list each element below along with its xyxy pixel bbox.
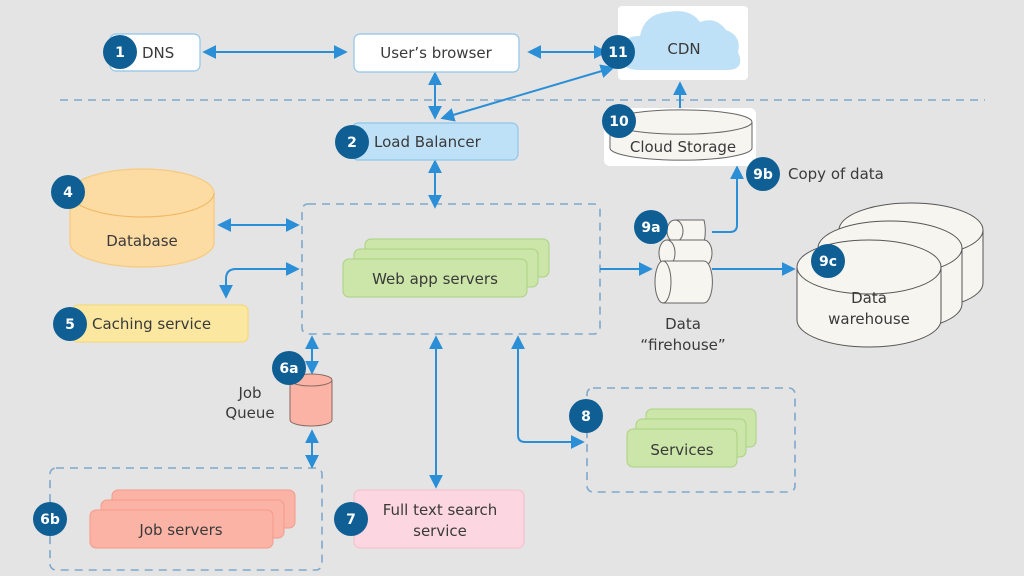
badge-6a [272,351,306,385]
warehouse-label-2: warehouse [828,310,910,328]
browser-node[interactable]: User’s browser [353,33,520,73]
firehose-label-1: Data [665,315,701,333]
cdn-label: CDN [667,40,700,58]
caching-service-label: Caching service [92,315,211,333]
cloud-storage-node[interactable]: Cloud Storage 10 [602,104,756,166]
arrow-cache-web [219,262,300,299]
badge-9c [811,244,845,278]
database-cylinder-icon [69,168,215,268]
badge-4 [51,175,85,209]
svg-text:8: 8 [581,409,591,425]
firehose-cylinders-icon [654,219,713,304]
cloud-icon [621,11,741,70]
copy-of-data-node[interactable]: 9b Copy of data [746,157,884,191]
dns-node[interactable]: DNS 1 [103,33,201,72]
web-app-servers-node[interactable]: Web app servers [342,238,550,298]
svg-text:1: 1 [115,45,125,61]
load-balancer-label: Load Balancer [374,133,482,151]
svg-text:2: 2 [347,135,357,151]
badge-7 [334,502,368,536]
svg-text:10: 10 [609,114,629,130]
svg-text:9a: 9a [641,220,660,236]
connections [202,45,796,489]
database-label: Database [106,232,178,250]
cloud-storage-label: Cloud Storage [630,138,736,156]
svg-text:7: 7 [346,512,356,528]
browser-label: User’s browser [380,44,492,62]
svg-text:9c: 9c [819,254,837,270]
badge-10 [602,104,636,138]
web-app-servers-label: Web app servers [372,270,498,288]
storage-cylinder-icon [609,109,753,161]
badge-9b [746,157,780,191]
services-label: Services [650,441,713,459]
job-servers-node[interactable]: Job servers 6b [33,489,296,549]
caching-service-node[interactable]: Caching service 5 [53,304,249,343]
firehose-node[interactable]: Data “firehouse” 9a [634,210,726,354]
services-container [586,387,796,493]
arrow-firehose-storage [712,165,744,233]
svg-text:6b: 6b [40,512,60,528]
search-label-2: service [413,522,467,540]
cdn-node[interactable]: CDN 11 [601,6,748,80]
badge-9a [634,210,668,244]
job-servers-label: Job servers [138,521,222,539]
badge-6b [33,502,67,536]
warehouse-cylinders-icon [796,202,984,348]
search-service-node[interactable]: Full text search service 7 [334,489,525,549]
arrow-lb-cdn [440,64,615,122]
data-warehouse-node[interactable]: Data warehouse 9c [796,202,984,348]
database-node[interactable]: Database 4 [51,168,215,268]
svg-text:5: 5 [65,317,75,333]
svg-text:6a: 6a [279,361,298,377]
badge-2 [335,125,369,159]
warehouse-label-1: Data [851,289,887,307]
svg-text:11: 11 [608,45,627,61]
job-servers-container [49,467,323,571]
arrow-web-services [511,335,585,449]
job-queue-label-1: Job [237,384,261,402]
firehose-label-2: “firehouse” [640,336,725,354]
badge-5 [53,307,87,341]
dns-label: DNS [142,44,174,62]
badge-1 [103,35,137,69]
job-queue-node[interactable]: Job Queue 6a [225,351,333,427]
svg-text:9b: 9b [753,167,773,183]
copy-of-data-label: Copy of data [788,165,884,183]
job-queue-label-2: Queue [225,404,274,422]
search-label-1: Full text search [383,501,498,519]
svg-text:4: 4 [63,185,73,201]
services-node[interactable]: Services 8 [569,399,757,468]
badge-8 [569,399,603,433]
badge-11 [601,35,635,69]
load-balancer-node[interactable]: Load Balancer 2 [335,122,519,161]
